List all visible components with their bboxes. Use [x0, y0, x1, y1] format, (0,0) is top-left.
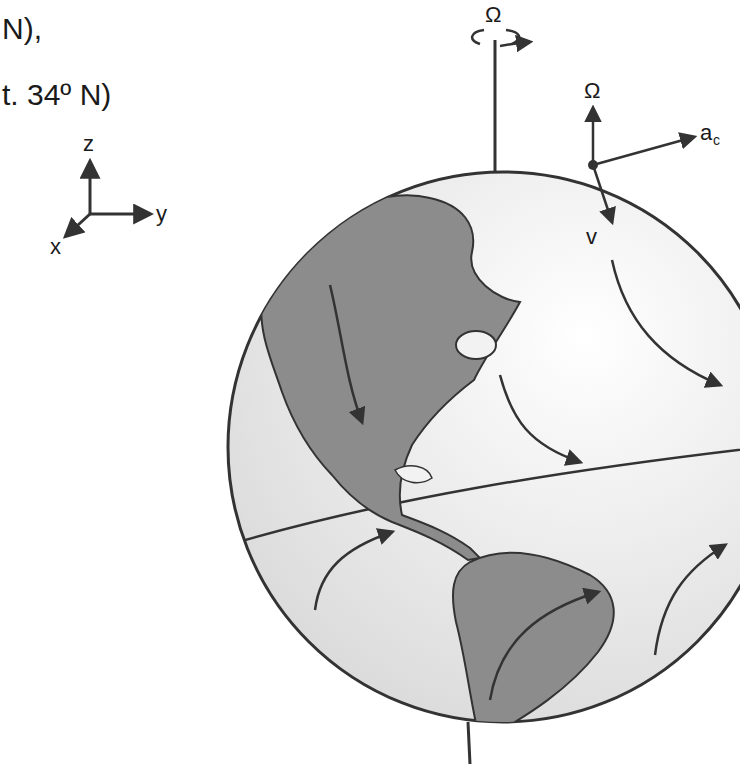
omega-label: Ω [584, 80, 600, 102]
south-america [453, 553, 614, 742]
axis-label: x [50, 236, 61, 258]
velocity-label: v [586, 226, 597, 248]
coriolis-subscript: c [713, 133, 720, 147]
axis-label: z [83, 133, 94, 155]
wind-arrow [330, 285, 362, 422]
greenland [290, 195, 330, 213]
omega-label: Ω [485, 4, 501, 26]
wind-arrow [490, 592, 598, 700]
partial-text: N), [2, 14, 42, 44]
y-axis [90, 213, 150, 216]
wind-arrow [655, 545, 725, 655]
gulf [395, 466, 432, 483]
velocity-vector [593, 165, 612, 222]
rotation-axis [494, 40, 497, 172]
hudson-bay [456, 331, 496, 359]
axis-label: y [156, 203, 167, 225]
z-axis [89, 162, 92, 214]
rotation-arrow [512, 42, 530, 44]
partial-text: t. 34º N) [2, 80, 111, 110]
north-america [261, 195, 520, 560]
coriolis-vector [593, 137, 694, 165]
wind-arrow [612, 260, 720, 385]
equator [228, 445, 740, 545]
coriolis-label: a [700, 122, 712, 144]
wind-arrow [500, 375, 580, 462]
x-axis [66, 214, 90, 236]
omega-vector [592, 108, 595, 165]
wind-arrow [315, 532, 392, 610]
rotation-axis [468, 722, 470, 764]
